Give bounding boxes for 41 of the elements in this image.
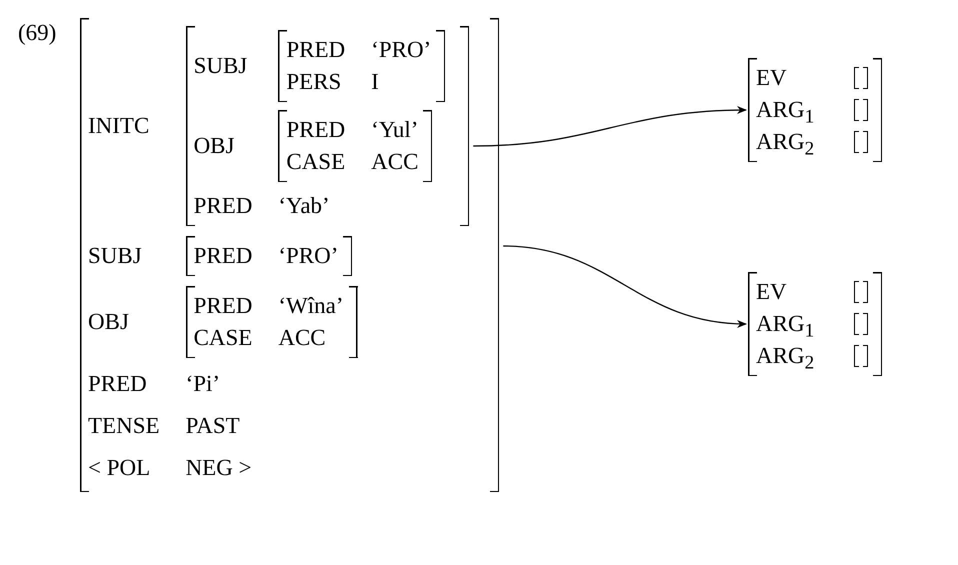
feature-name: PRED bbox=[194, 242, 252, 270]
feature-name: SUBJ bbox=[194, 52, 248, 80]
feature-value: ‘Pi’ bbox=[186, 370, 222, 398]
feature-value: NEG > bbox=[186, 454, 253, 482]
feature-name: EV bbox=[756, 64, 788, 92]
feature-name: PRED bbox=[286, 36, 346, 64]
feature-name: OBJ bbox=[88, 308, 130, 336]
feature-name: CASE bbox=[194, 324, 252, 352]
feature-name: PRED bbox=[194, 292, 252, 320]
feature-name: ARG$_{1}$ bbox=[756, 96, 814, 126]
feature-name: INITC bbox=[88, 112, 150, 140]
empty-bracket bbox=[854, 67, 868, 89]
feature-value: ‘Yul’ bbox=[371, 116, 418, 144]
example-number: (69) bbox=[18, 20, 56, 46]
feature-name: TENSE bbox=[88, 412, 160, 440]
empty-bracket bbox=[854, 281, 868, 303]
feature-value: ‘Wîna’ bbox=[278, 292, 344, 320]
empty-bracket bbox=[854, 313, 868, 335]
feature-name: ARG$_{1}$ bbox=[756, 310, 814, 340]
feature-name: ARG$_{2}$ bbox=[756, 342, 814, 372]
feature-name: < POL bbox=[88, 454, 152, 482]
feature-value: PAST bbox=[186, 412, 241, 440]
feature-name: PRED bbox=[286, 116, 346, 144]
feature-name: ARG$_{2}$ bbox=[756, 128, 814, 158]
empty-bracket bbox=[854, 131, 868, 153]
empty-bracket bbox=[854, 345, 868, 367]
empty-bracket bbox=[854, 99, 868, 121]
feature-value: I bbox=[371, 68, 380, 96]
feature-name: CASE bbox=[286, 148, 346, 176]
feature-name: OBJ bbox=[194, 132, 236, 160]
arrow bbox=[503, 245, 747, 328]
feature-name: EV bbox=[756, 278, 788, 306]
feature-name: PRED bbox=[88, 370, 148, 398]
feature-name: PRED bbox=[194, 192, 252, 220]
feature-value: ‘Yab’ bbox=[278, 192, 331, 220]
feature-value: ‘PRO’ bbox=[278, 242, 338, 270]
feature-value: ‘PRO’ bbox=[371, 36, 432, 64]
feature-value: ACC bbox=[278, 324, 327, 352]
feature-name: PERS bbox=[286, 68, 342, 96]
feature-value: ACC bbox=[371, 148, 418, 176]
feature-name: SUBJ bbox=[88, 242, 143, 270]
